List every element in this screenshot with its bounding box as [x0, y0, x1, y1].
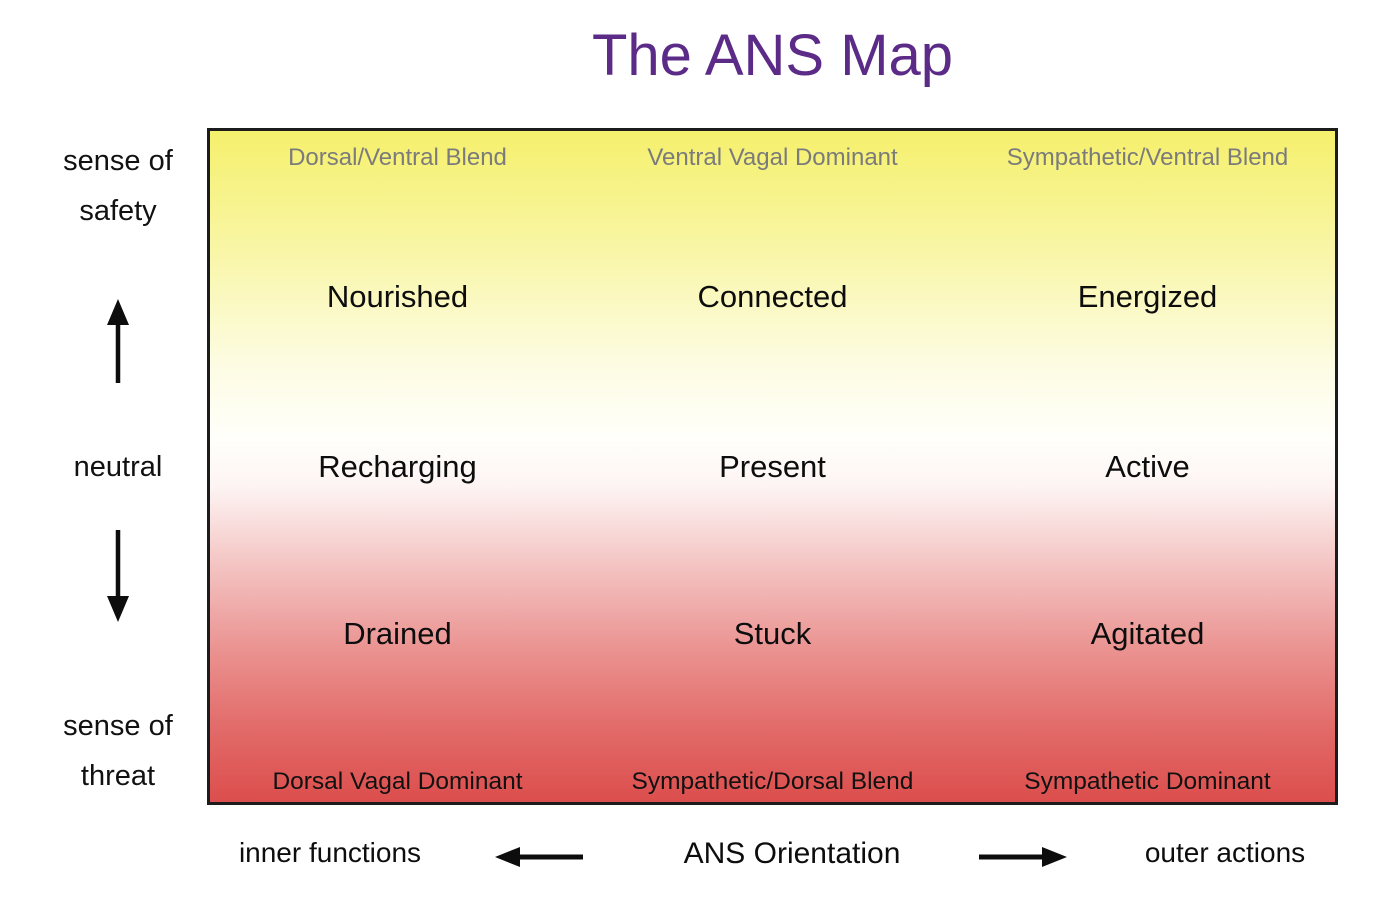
top-label-dorsal-ventral-blend: Dorsal/Ventral Blend	[288, 144, 507, 171]
top-label-sympathetic-ventral-blend: Sympathetic/Ventral Blend	[1006, 144, 1289, 171]
x-axis-label-ans-orientation: ANS Orientation	[683, 837, 901, 870]
up-arrow-icon	[100, 297, 136, 390]
state-active: Active	[1105, 449, 1190, 484]
page-title: The ANS Map	[591, 23, 954, 88]
y-axis-label-threat: sense of threat	[28, 701, 208, 801]
map-top-labels-row: Dorsal/Ventral Blend Ventral Vagal Domin…	[210, 144, 1335, 172]
state-drained: Drained	[343, 616, 452, 651]
bottom-label-dorsal-vagal-dominant: Dorsal Vagal Dominant	[272, 768, 523, 795]
right-arrow-icon	[977, 845, 1069, 874]
state-stuck: Stuck	[733, 616, 812, 651]
y-axis-label-threat-line1: sense of	[63, 710, 173, 742]
map-states-row-safety: Nourished Connected Energized	[210, 279, 1335, 315]
map-states-row-neutral: Recharging Present Active	[210, 449, 1335, 485]
bottom-label-sympathetic-dominant: Sympathetic Dominant	[1024, 768, 1271, 795]
down-arrow-icon	[100, 528, 136, 629]
map-states-row-threat: Drained Stuck Agitated	[210, 616, 1335, 652]
bottom-label-sympathetic-dorsal-blend: Sympathetic/Dorsal Blend	[631, 768, 914, 795]
y-axis-label-threat-line2: threat	[80, 760, 156, 792]
top-label-ventral-vagal-dominant: Ventral Vagal Dominant	[647, 144, 898, 171]
y-axis-label-neutral: neutral	[73, 451, 163, 483]
y-axis-label-safety: sense of safety	[28, 136, 208, 236]
gradient-map-box: Dorsal/Ventral Blend Ventral Vagal Domin…	[207, 128, 1338, 805]
left-arrow-icon	[493, 845, 585, 874]
state-nourished: Nourished	[326, 279, 469, 314]
state-present: Present	[719, 449, 826, 484]
state-recharging: Recharging	[318, 449, 477, 484]
state-agitated: Agitated	[1090, 616, 1205, 651]
y-axis-label-safety-line1: sense of	[63, 145, 173, 177]
x-axis-label-inner-functions: inner functions	[238, 837, 422, 868]
state-energized: Energized	[1077, 279, 1218, 314]
map-bottom-labels-row: Dorsal Vagal Dominant Sympathetic/Dorsal…	[210, 768, 1335, 796]
state-connected: Connected	[697, 279, 848, 314]
x-axis-label-outer-actions: outer actions	[1144, 837, 1306, 868]
y-axis-label-safety-line2: safety	[79, 195, 157, 227]
